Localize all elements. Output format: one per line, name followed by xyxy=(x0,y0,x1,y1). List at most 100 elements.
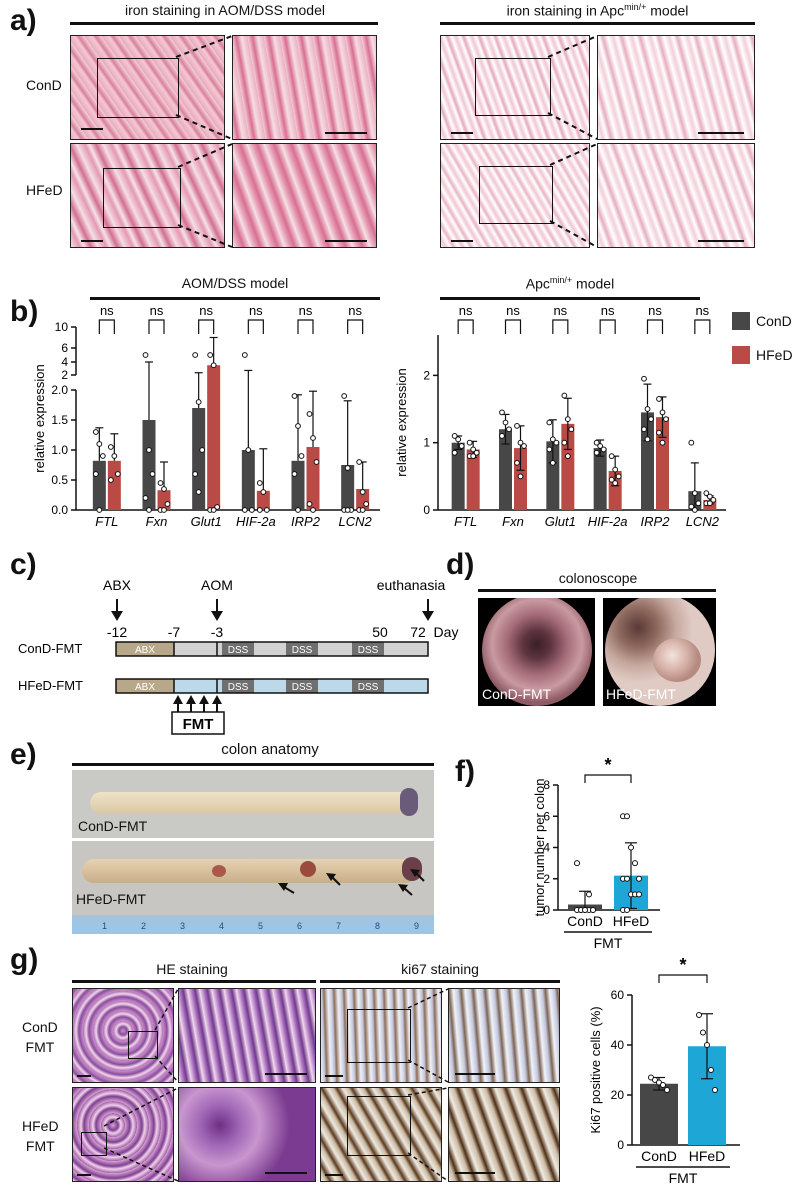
data-point xyxy=(561,392,568,399)
data-point xyxy=(114,471,121,477)
significance-bracket xyxy=(148,319,165,334)
data-point xyxy=(210,507,217,513)
panel-c-label: c) xyxy=(10,548,37,581)
data-point xyxy=(704,1042,710,1048)
data-point xyxy=(624,813,630,820)
data-point xyxy=(514,422,520,429)
data-point xyxy=(549,436,556,443)
data-point xyxy=(256,507,263,513)
significance-label: * xyxy=(604,755,611,775)
he-cond-zoom xyxy=(178,988,316,1083)
data-point xyxy=(291,471,298,477)
hfed-dss-1 xyxy=(222,679,254,693)
panel-a-right-rule xyxy=(440,22,755,25)
bar-cond xyxy=(241,450,255,510)
data-point xyxy=(199,447,206,453)
data-point xyxy=(241,507,248,513)
legend-item-cond: ConD xyxy=(732,312,793,330)
data-point xyxy=(306,411,313,417)
x-tick-label: Fxn xyxy=(502,514,524,529)
x-tick-label: LCN2 xyxy=(686,514,720,529)
data-point xyxy=(641,426,647,433)
y-tick-label: 0.5 xyxy=(51,473,68,487)
data-point xyxy=(506,426,512,433)
hfed-dss-2-text: DSS xyxy=(292,682,313,693)
hfed-dss-2 xyxy=(286,679,318,693)
data-point xyxy=(192,471,199,477)
data-point xyxy=(710,497,717,503)
bar-cond xyxy=(92,460,106,510)
x-axis-label: FMT xyxy=(594,935,623,951)
day-minus7: -7 xyxy=(168,624,181,640)
legend-label-cond: ConD xyxy=(756,313,792,329)
data-point xyxy=(644,436,651,443)
significance-bracket xyxy=(646,319,664,334)
data-point xyxy=(612,466,619,473)
data-point xyxy=(195,399,202,405)
iron-stain-apc-cond-zoom xyxy=(597,35,755,140)
ruler-number: 7 xyxy=(336,921,342,931)
data-point xyxy=(696,1012,702,1018)
bar-cond xyxy=(546,441,560,510)
iron-stain-aomdss-hfed-overview xyxy=(70,143,225,248)
ruler-number: 6 xyxy=(297,921,303,931)
x-tick-label: HIF-2a xyxy=(588,514,628,529)
significance-label: ns xyxy=(648,303,662,318)
data-point xyxy=(295,507,301,513)
data-point xyxy=(341,393,348,399)
ki67-hfed-zoom xyxy=(448,1087,560,1182)
hfed-abx-text: ABX xyxy=(135,682,155,693)
data-point xyxy=(568,426,575,433)
data-point xyxy=(553,439,560,446)
y-tick-label: 60 xyxy=(611,988,625,1002)
significance-label: ns xyxy=(506,303,520,318)
data-point xyxy=(691,490,698,497)
data-point xyxy=(96,441,103,447)
iron-stain-aomdss-hfed-zoom xyxy=(232,143,377,248)
data-point xyxy=(96,507,103,513)
y-axis-label: relative expression xyxy=(32,364,47,472)
arrow-label-aom: AOM xyxy=(201,577,233,593)
data-point xyxy=(590,907,596,913)
data-point xyxy=(499,433,505,439)
y-tick-label: 4 xyxy=(61,355,68,369)
y-tick-label: 0 xyxy=(617,1138,624,1152)
colon-hfed-caption: HFeD-FMT xyxy=(76,891,146,907)
data-point xyxy=(708,1067,714,1073)
data-point xyxy=(582,907,588,913)
iron-stain-aomdss-cond-zoom xyxy=(232,35,377,140)
bar-hfed xyxy=(656,417,669,510)
cond-dss-1-text: DSS xyxy=(228,645,249,656)
y-tick-label: 6 xyxy=(61,341,68,355)
data-point xyxy=(195,489,202,495)
bar-cond xyxy=(341,465,355,510)
y-tick-label: 1.5 xyxy=(51,413,68,427)
y-tick-label: 8 xyxy=(543,778,550,792)
colonoscope-cond-caption: ConD-FMT xyxy=(482,686,552,702)
ruler-number: 9 xyxy=(414,921,420,931)
data-point xyxy=(691,507,698,513)
ruler-number: 1 xyxy=(102,921,108,931)
data-point xyxy=(107,444,114,450)
data-point xyxy=(549,459,556,466)
y-tick-label: 2 xyxy=(543,872,550,886)
data-point xyxy=(608,476,615,483)
bar-cond xyxy=(142,420,156,510)
bar-hfed xyxy=(107,460,121,510)
data-point xyxy=(248,507,255,513)
data-point xyxy=(207,352,214,358)
data-point xyxy=(210,362,217,369)
data-point xyxy=(310,507,316,513)
panel-e-label: e) xyxy=(10,738,37,771)
y-tick-label: 0 xyxy=(423,503,430,517)
colonoscope-cond-image: ConD-FMT xyxy=(478,598,595,706)
data-point xyxy=(656,429,662,436)
data-point xyxy=(648,416,654,423)
data-point xyxy=(660,1082,666,1088)
panel-b-label: b) xyxy=(10,295,39,328)
data-point xyxy=(700,1029,706,1036)
data-point xyxy=(612,480,619,486)
significance-bracket xyxy=(694,319,711,334)
